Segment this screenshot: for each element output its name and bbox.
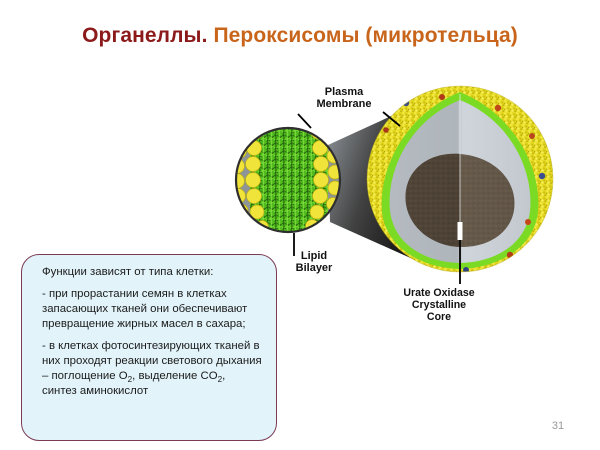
- info-box-paragraph-2-part-1: - в клетках фотосинтезирующих тканей в н…: [42, 340, 262, 383]
- label-lipid-bilayer-line-1: Lipid: [300, 250, 328, 262]
- peroxisome-body: [367, 86, 553, 272]
- label-urate-line-3: Core: [426, 310, 452, 323]
- peroxisome-diagram: [210, 70, 590, 320]
- leader-line-plasma-membrane-left: [297, 113, 312, 129]
- info-box-subscript-co2: 2: [217, 374, 223, 384]
- page-number: 31: [551, 420, 565, 432]
- label-plasma-membrane: Plasma Membrane: [296, 86, 392, 111]
- label-urate-line-2: Crystalline: [411, 298, 467, 311]
- info-box-subscript-o2: 2: [127, 374, 133, 384]
- leader-lines: [293, 111, 463, 284]
- leader-line-plasma-membrane-right: [382, 111, 401, 127]
- info-box-heading: Функции зависят от типа клетки:: [42, 266, 214, 278]
- label-urate-line-1: Urate Oxidase: [403, 287, 475, 299]
- page-title-secondary: Пероксисомы (микротельца): [213, 24, 518, 47]
- functions-info-box: Функции зависят от типа клетки: - при пр…: [21, 254, 277, 441]
- page-title: Органеллы. Пероксисомы (микротельца): [0, 24, 600, 48]
- lipid-bilayer-magnifier: [236, 128, 340, 232]
- info-box-paragraph-2: - в клетках фотосинтезирующих тканей в н…: [42, 339, 263, 399]
- label-urate-oxidase-crystalline-core: Urate Oxidase Crystalline Core: [378, 287, 500, 324]
- info-box-paragraph-2-part-3: , синтез аминокислот: [42, 370, 226, 398]
- info-box-paragraph-2-part-2: , выделение CO: [132, 370, 218, 383]
- label-plasma-membrane-line-2: Membrane: [316, 98, 372, 111]
- label-lipid-bilayer-line-2: Bilayer: [295, 262, 333, 275]
- label-lipid-bilayer: Lipid Bilayer: [277, 250, 351, 275]
- page-title-primary: Органеллы.: [82, 24, 208, 47]
- label-plasma-membrane-line-1: Plasma: [324, 86, 364, 98]
- info-box-paragraph-1: - при прорастании семян в клетках запаса…: [42, 288, 248, 331]
